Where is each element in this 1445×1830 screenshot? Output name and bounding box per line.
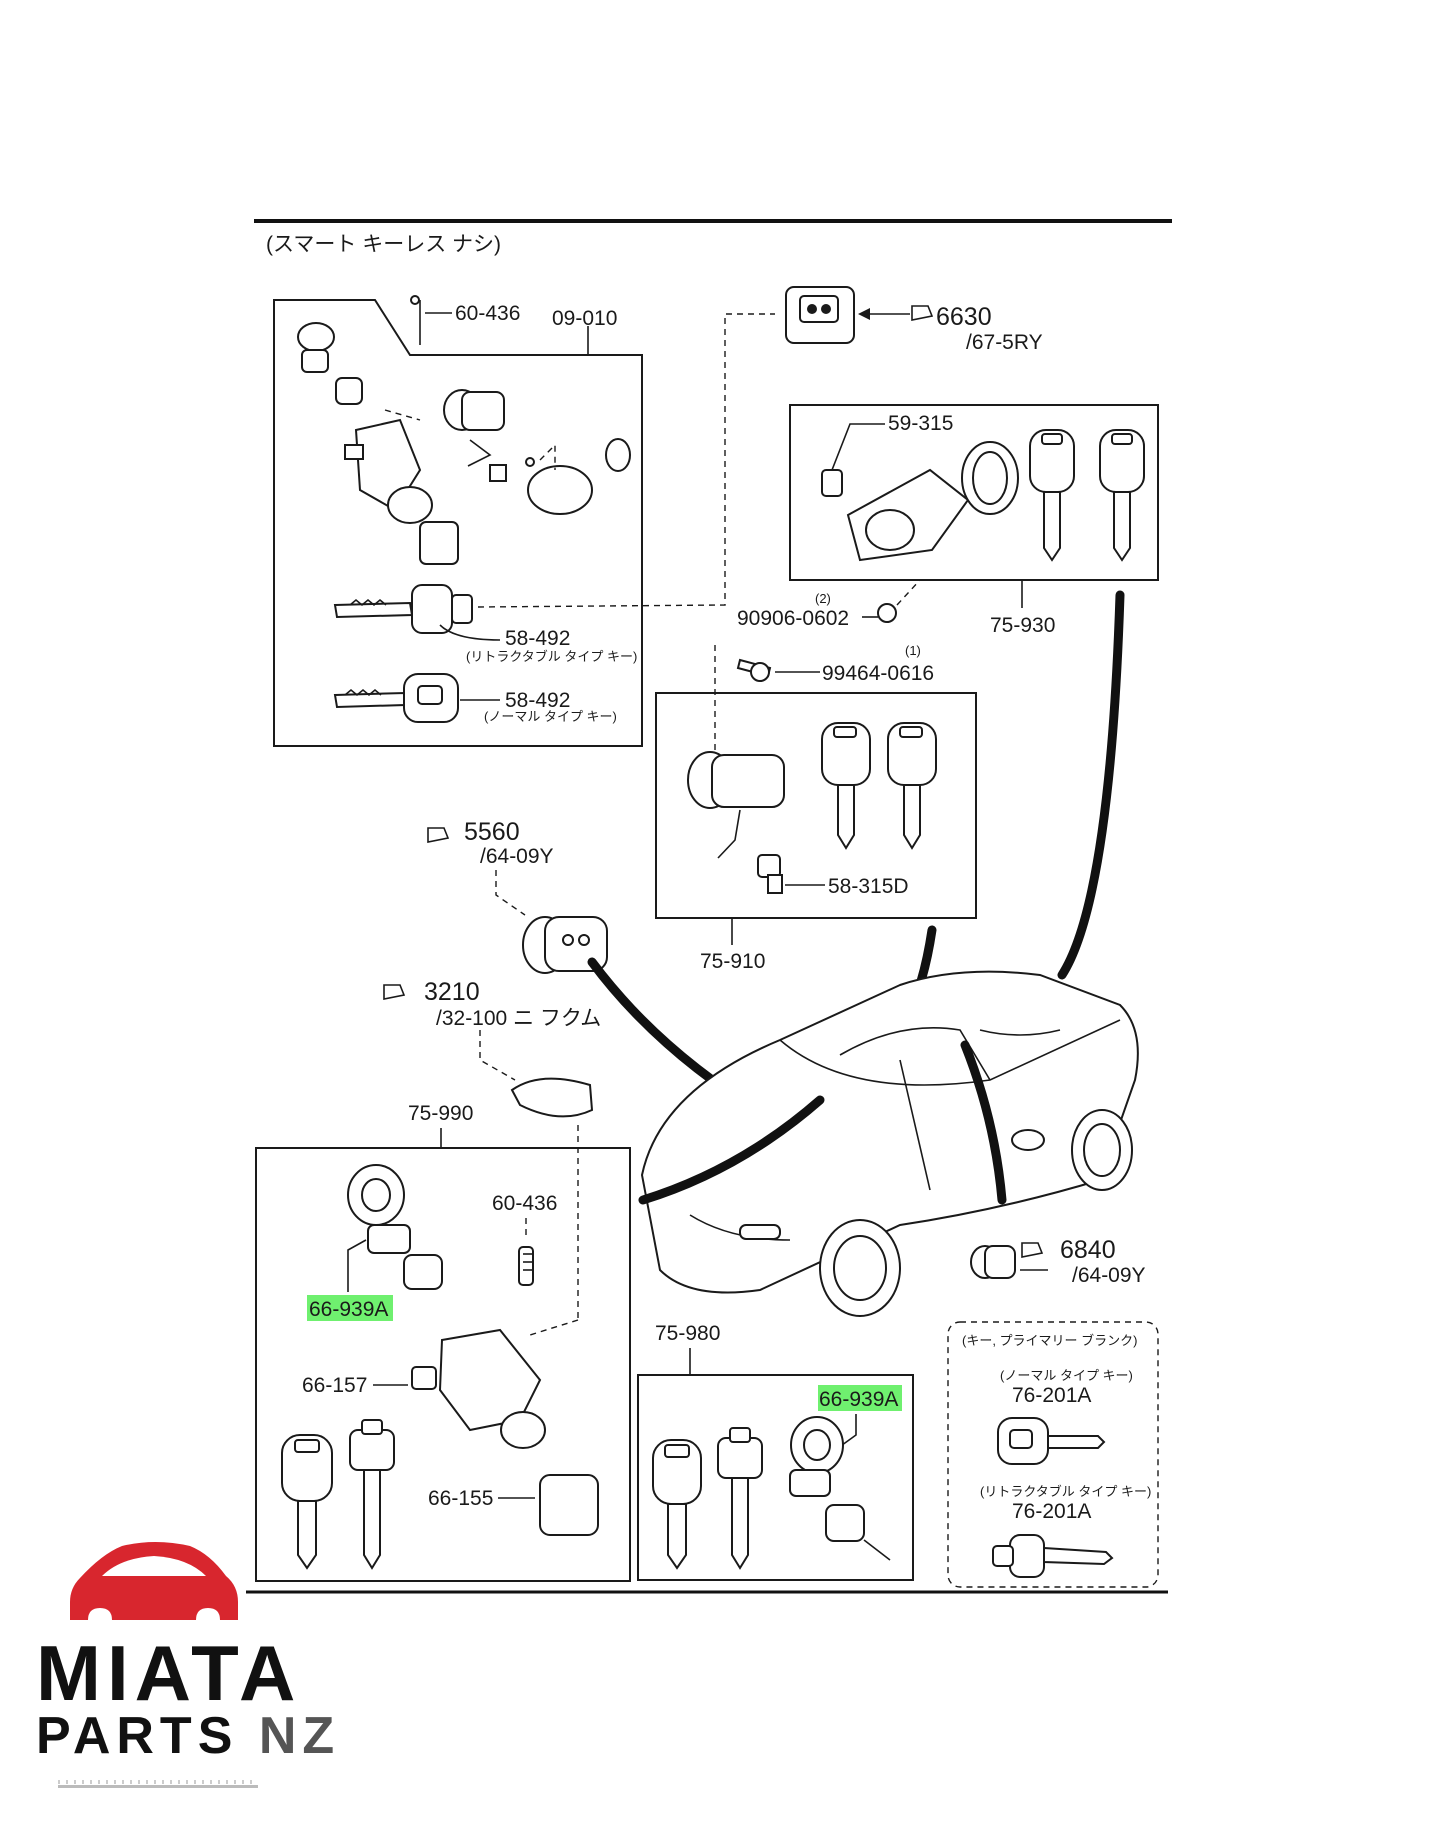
callout-76-201a-a: 76-201A xyxy=(1012,1384,1091,1407)
callout-64-09y-a: /64-09Y xyxy=(480,845,554,868)
transmitter-6630 xyxy=(785,286,855,344)
callout-59-315: 59-315 xyxy=(888,412,953,435)
ignition-parts-75-980 xyxy=(789,1416,891,1561)
callout-normal-type: (ノーマル タイプ キー) xyxy=(1000,1368,1133,1383)
callout-6840: 6840 xyxy=(1060,1236,1116,1264)
key-blank-retract-76-201a xyxy=(992,1534,1114,1578)
callout-3210: 3210 xyxy=(424,978,480,1006)
callout-5560: 5560 xyxy=(464,818,520,846)
key-pair-75-990 xyxy=(281,1419,395,1570)
car-illustration xyxy=(640,970,1139,1317)
box-key-blank xyxy=(947,1321,1159,1588)
leader-75-990 xyxy=(638,1095,825,1205)
ignition-switch-assembly xyxy=(297,322,459,565)
callout-64-09y-b: /64-09Y xyxy=(1072,1264,1146,1287)
callout-66-939a-b: 66-939A xyxy=(819,1388,898,1411)
lock-cylinder-6840 xyxy=(970,1245,1016,1279)
callout-key-blank-title: (キー, プライマリー ブランク) xyxy=(962,1333,1138,1348)
key-pair-75-910 xyxy=(821,722,937,850)
callout-99464-qty: (1) xyxy=(905,643,921,658)
callout-75-980: 75-980 xyxy=(655,1322,720,1345)
callout-60-436-bot: 60-436 xyxy=(492,1192,557,1215)
normal-key-58-492 xyxy=(333,673,459,723)
callout-60-436-top: 60-436 xyxy=(455,302,520,325)
box-75-930 xyxy=(789,404,1159,581)
callout-09-010: 09-010 xyxy=(552,307,617,330)
callout-99464: 99464-0616 xyxy=(822,662,934,685)
logo-text-parts: PARTS xyxy=(36,1707,239,1765)
callout-58-492-a-note: (リトラクタブル タイプ キー) xyxy=(466,649,637,664)
callout-90906-qty: (2) xyxy=(815,591,831,606)
door-lock-cylinder-75-930 xyxy=(821,441,1019,562)
key-pair-75-930 xyxy=(1029,429,1145,562)
key-blank-normal-76-201a xyxy=(997,1417,1106,1465)
box-75-910 xyxy=(655,692,977,919)
ignition-parts-75-990 xyxy=(347,1164,599,1536)
callout-58-315d: 58-315D xyxy=(828,875,909,898)
box-75-990 xyxy=(255,1147,631,1582)
logo-text-nz: NZ xyxy=(258,1707,341,1765)
callout-58-492-b: 58-492 xyxy=(505,689,570,712)
callout-66-939a-a: 66-939A xyxy=(309,1298,388,1321)
leader-6840 xyxy=(960,1040,1007,1205)
callout-76-201a-b: 76-201A xyxy=(1012,1500,1091,1523)
callout-66-155: 66-155 xyxy=(428,1487,493,1510)
callout-58-492-a: 58-492 xyxy=(505,627,570,650)
callout-retract-type: (リトラクタブル タイプ キー) xyxy=(980,1484,1151,1499)
callout-90906: 90906-0602 xyxy=(737,607,849,630)
callout-66-157: 66-157 xyxy=(302,1374,367,1397)
diagram-title: (スマート キーレス ナシ) xyxy=(266,233,501,256)
car-logo-icon xyxy=(70,1542,238,1620)
miata-parts-nz-logo xyxy=(58,1542,258,1788)
callout-58-492-b-note: (ノーマル タイプ キー) xyxy=(484,709,617,724)
trunk-lock-cylinder-75-910 xyxy=(687,751,785,894)
steering-cover-3210 xyxy=(510,1077,594,1118)
key-pair-75-980 xyxy=(652,1427,763,1570)
callout-75-910: 75-910 xyxy=(700,950,765,973)
highlight-66-939a-a xyxy=(307,1295,393,1321)
callout-75-990: 75-990 xyxy=(408,1102,473,1125)
callout-6630: 6630 xyxy=(936,303,992,331)
leader-75-930 xyxy=(1057,590,1125,980)
logo-text-miata: MIATA xyxy=(36,1629,302,1717)
callout-67-5ry: /67-5RY xyxy=(966,331,1043,354)
logo-text-parts-nz: PARTS NZ xyxy=(36,1706,340,1766)
highlight-66-939a-b xyxy=(818,1385,902,1411)
steering-lock-cylinder xyxy=(443,389,631,515)
callout-75-930: 75-930 xyxy=(990,614,1055,637)
door-lock-cylinder-5560 xyxy=(522,916,608,974)
callout-32-100: /32-100 ニ フクム xyxy=(436,1007,601,1030)
box-75-980 xyxy=(637,1374,914,1581)
box-09-010 xyxy=(273,299,643,747)
retractable-key-58-492 xyxy=(333,584,473,634)
